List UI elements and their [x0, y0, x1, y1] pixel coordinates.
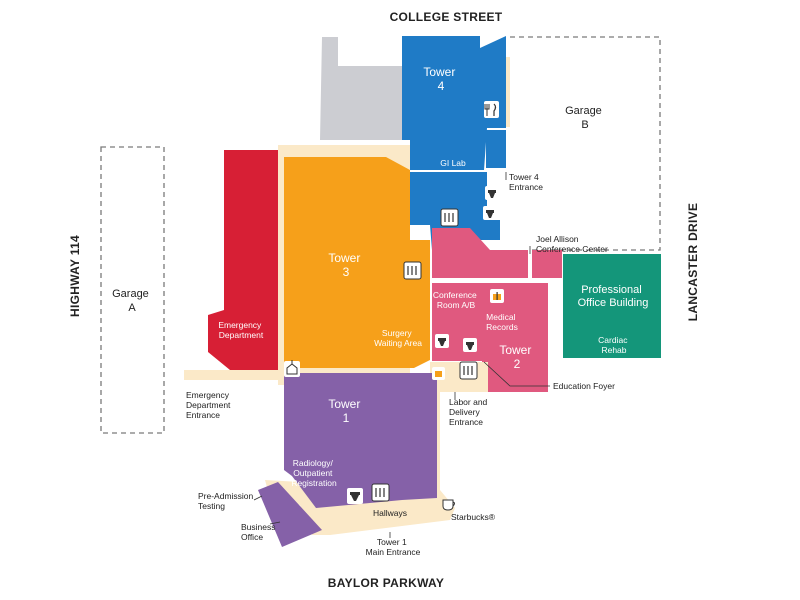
elevator-icon	[371, 483, 390, 502]
chapel-icon	[284, 360, 300, 377]
labor-delivery-entrance-label: Labor and Delivery Entrance	[449, 397, 490, 427]
radiology-label: Radiology/ Outpatient Registration	[291, 458, 337, 488]
dining-icon	[484, 101, 499, 118]
restroom-icon	[435, 334, 449, 348]
svg-text:Emergency Department: Emergency Department	[218, 320, 264, 340]
svg-text:Garage B: Garage B	[565, 105, 605, 131]
callout-lines	[253, 172, 550, 538]
tower-4-entrance-label: Tower 4 Entrance	[509, 172, 543, 192]
restroom-icon	[347, 488, 363, 504]
annex-building	[320, 37, 402, 140]
street-south: BAYLOR PARKWAY	[328, 576, 444, 590]
garage-a[interactable]: Garage A	[100, 146, 165, 434]
emergency-department-entrance-label: Emergency Department Entrance	[186, 390, 233, 420]
svg-text:Tower 2: Tower 2	[499, 343, 534, 371]
elevator-icon	[459, 361, 478, 380]
gift-icon	[432, 367, 445, 380]
professional-office-building[interactable]: Professional Office Building Cardiac Reh…	[563, 254, 661, 358]
gift-icon	[490, 289, 504, 303]
cardiac-rehab-label: Cardiac Rehab	[598, 335, 630, 355]
business-office-label: Business Office	[241, 522, 278, 542]
surgery-waiting-label: Surgery Waiting Area	[374, 328, 422, 348]
restroom-icon	[483, 206, 497, 220]
medical-records-label: Medical Records	[486, 312, 518, 332]
tower-1[interactable]: Tower 1 Radiology/ Outpatient Registrati…	[258, 373, 437, 547]
street-east: LANCASTER DRIVE	[686, 203, 700, 322]
street-north: COLLEGE STREET	[390, 10, 503, 24]
elevator-icon	[403, 261, 422, 280]
tower-4[interactable]: Tower 4 GI Lab	[402, 36, 506, 250]
hallways-label: Hallways	[373, 508, 407, 518]
street-west: HIGHWAY 114	[68, 235, 82, 317]
tower-1-main-entrance-label: Tower 1 Main Entrance	[366, 537, 421, 557]
elevator-icon	[440, 208, 459, 227]
tower-3[interactable]: Tower 3 Surgery Waiting Area	[284, 157, 430, 368]
conference-room-label: Conference Room A/B	[433, 290, 479, 310]
coffee-icon	[442, 499, 455, 511]
svg-text:Tower 3: Tower 3	[328, 251, 363, 279]
starbucks-label: Starbucks®	[451, 512, 496, 522]
svg-text:Garage A: Garage A	[112, 288, 152, 314]
joel-allison-conference-center-label: Joel Allison Conference Center	[536, 234, 608, 254]
gi-lab-label: GI Lab	[440, 158, 466, 168]
svg-text:Tower 4: Tower 4	[423, 65, 458, 93]
emergency-department[interactable]: Emergency Department	[208, 150, 278, 370]
education-foyer-label: Education Foyer	[553, 381, 615, 391]
svg-text:Professional Office Buil: Professional Office Building	[578, 284, 649, 309]
restroom-icon	[485, 186, 499, 200]
restroom-icon	[463, 338, 477, 352]
pre-admission-testing-label: Pre-Admission Testing	[198, 491, 256, 511]
svg-text:Tower 1: Tower 1	[328, 397, 363, 425]
garage-b[interactable]: Garage B	[510, 36, 661, 251]
